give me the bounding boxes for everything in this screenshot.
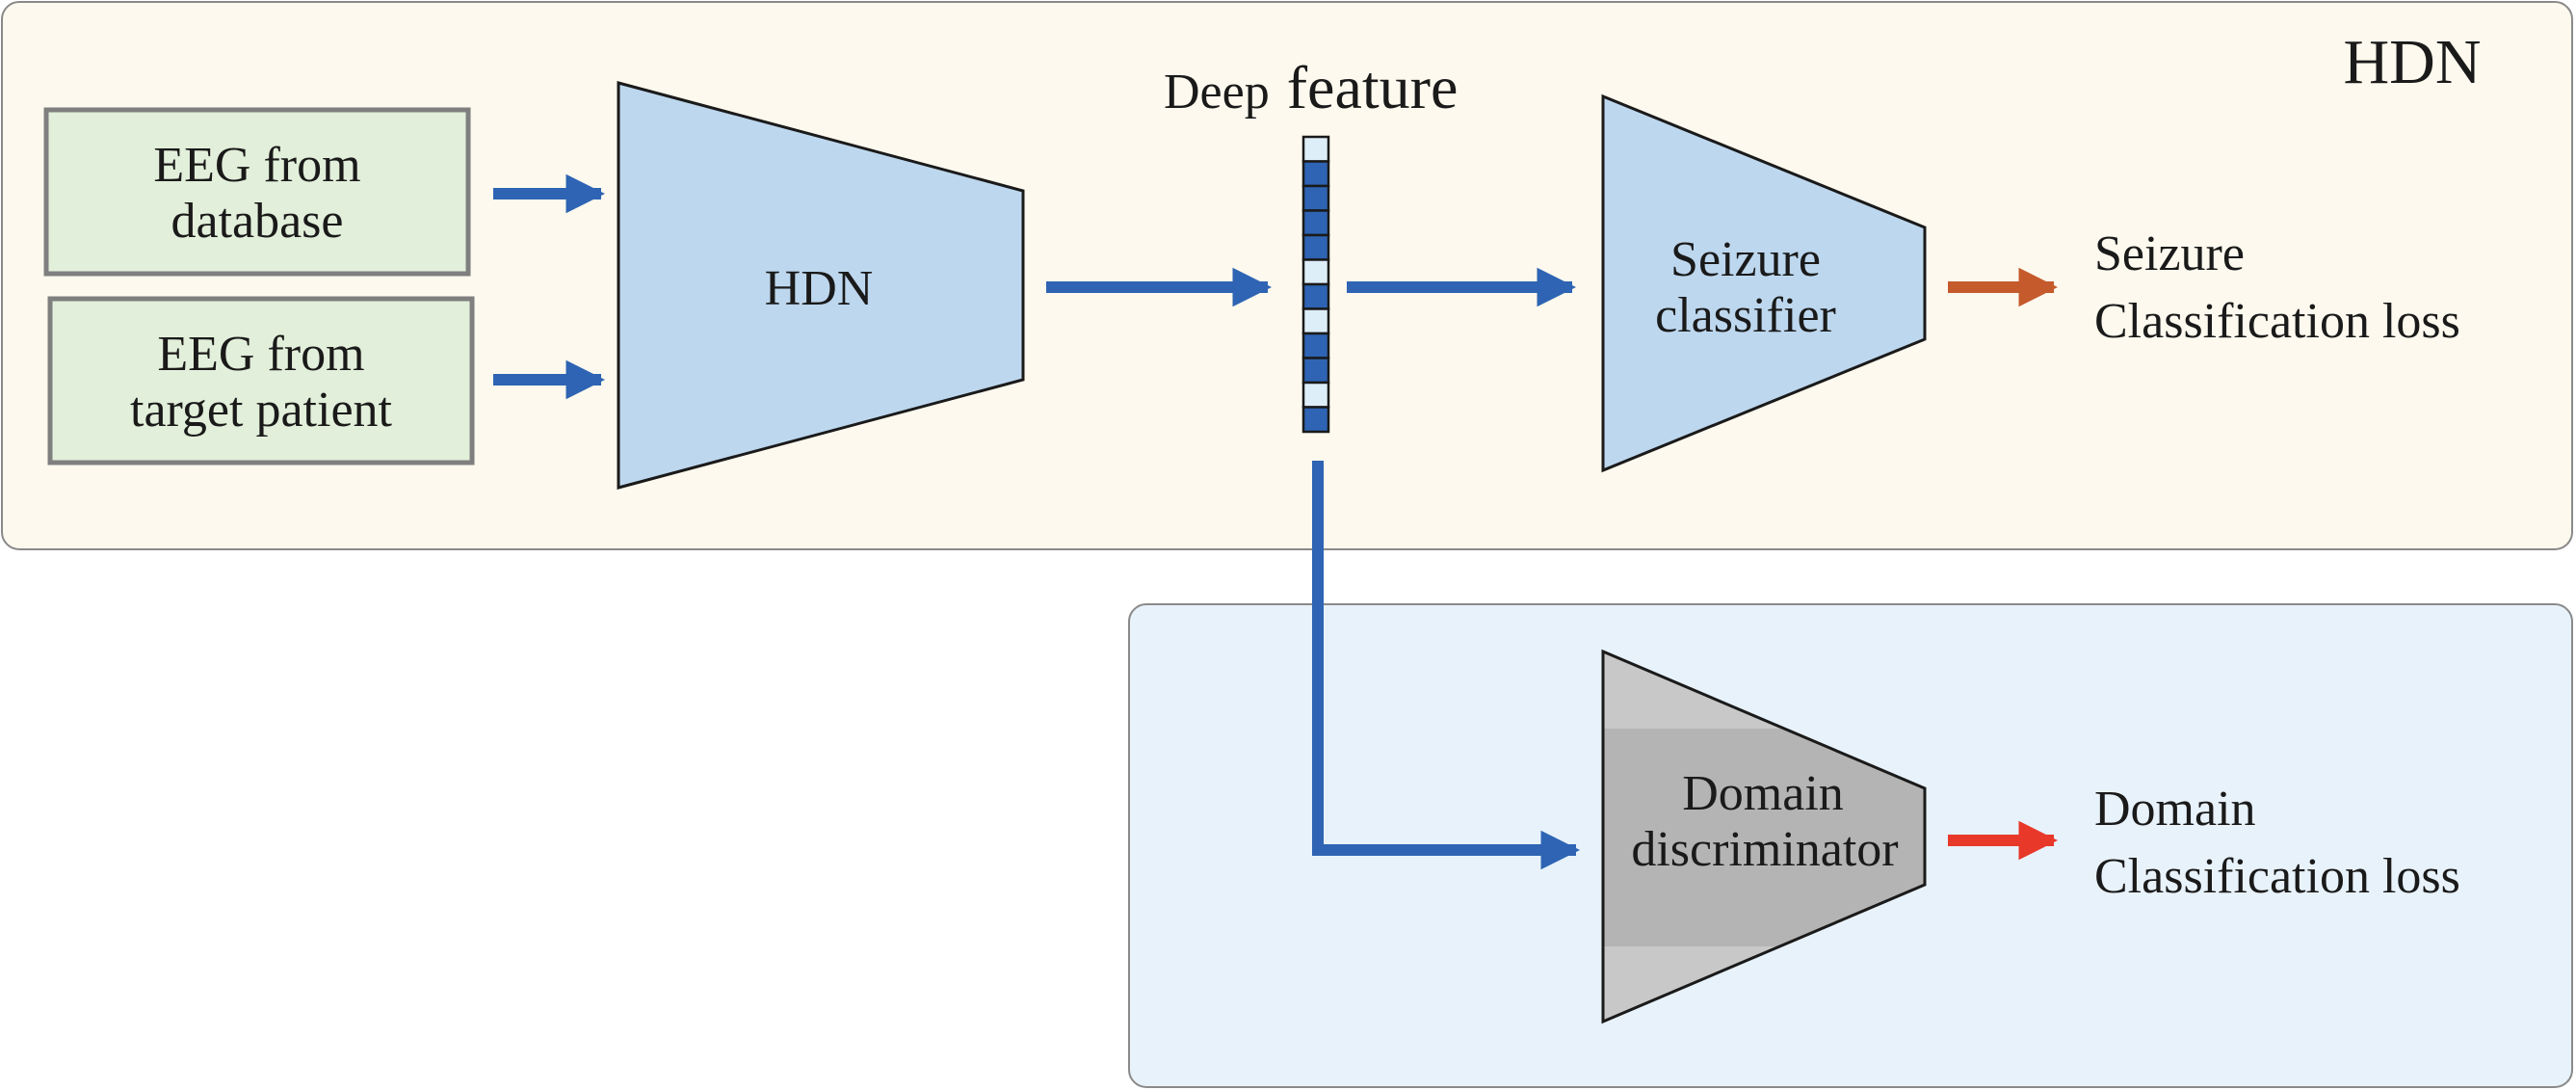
seizure-loss-line1: Seizure xyxy=(2094,226,2245,281)
input-target-line2: target patient xyxy=(130,383,392,438)
deep-feature-label-large: feature xyxy=(1287,53,1459,121)
feature-cell xyxy=(1301,233,1330,261)
feature-cell xyxy=(1301,135,1330,163)
seizure-classifier-line2: classifier xyxy=(1655,288,1836,343)
feature-cell xyxy=(1301,357,1330,385)
domain-loss-line2: Classification loss xyxy=(2094,849,2460,904)
feature-cell xyxy=(1301,332,1330,359)
input-target-box: EEG from target patient xyxy=(47,296,475,465)
input-target-line1: EEG from xyxy=(157,327,364,382)
deep-feature-vector xyxy=(1301,135,1330,434)
feature-cell xyxy=(1301,381,1330,409)
feature-cell xyxy=(1301,282,1330,310)
seizure-classifier: Seizure classifier xyxy=(1601,93,1927,473)
feature-cell xyxy=(1301,209,1330,237)
hdn-encoder: HDN xyxy=(617,81,1025,490)
feature-cell xyxy=(1301,258,1330,286)
input-database-line2: database xyxy=(171,194,343,249)
hdn-panel-title: HDN xyxy=(2344,27,2482,97)
domain-discriminator-line1: Domain xyxy=(1682,766,1844,821)
domain-discriminator: Domain discriminator xyxy=(1601,649,1927,1024)
deep-feature-label: Deep feature xyxy=(1164,53,1458,121)
seizure-loss-line2: Classification loss xyxy=(2094,294,2460,349)
hdn-encoder-label: HDN xyxy=(765,261,874,316)
seizure-classifier-line1: Seizure xyxy=(1670,232,1821,287)
feature-cell xyxy=(1301,406,1330,434)
input-database-line1: EEG from xyxy=(153,138,360,193)
feature-cell xyxy=(1301,160,1330,188)
domain-loss-line1: Domain xyxy=(2094,782,2256,837)
arrow-feature-to-domain xyxy=(1312,461,1581,870)
feature-cell xyxy=(1301,307,1330,335)
input-database-box: EEG from database xyxy=(43,107,471,277)
deep-feature-label-small: Deep xyxy=(1164,65,1270,120)
domain-discriminator-line2: discriminator xyxy=(1631,822,1898,877)
feature-cell xyxy=(1301,184,1330,212)
